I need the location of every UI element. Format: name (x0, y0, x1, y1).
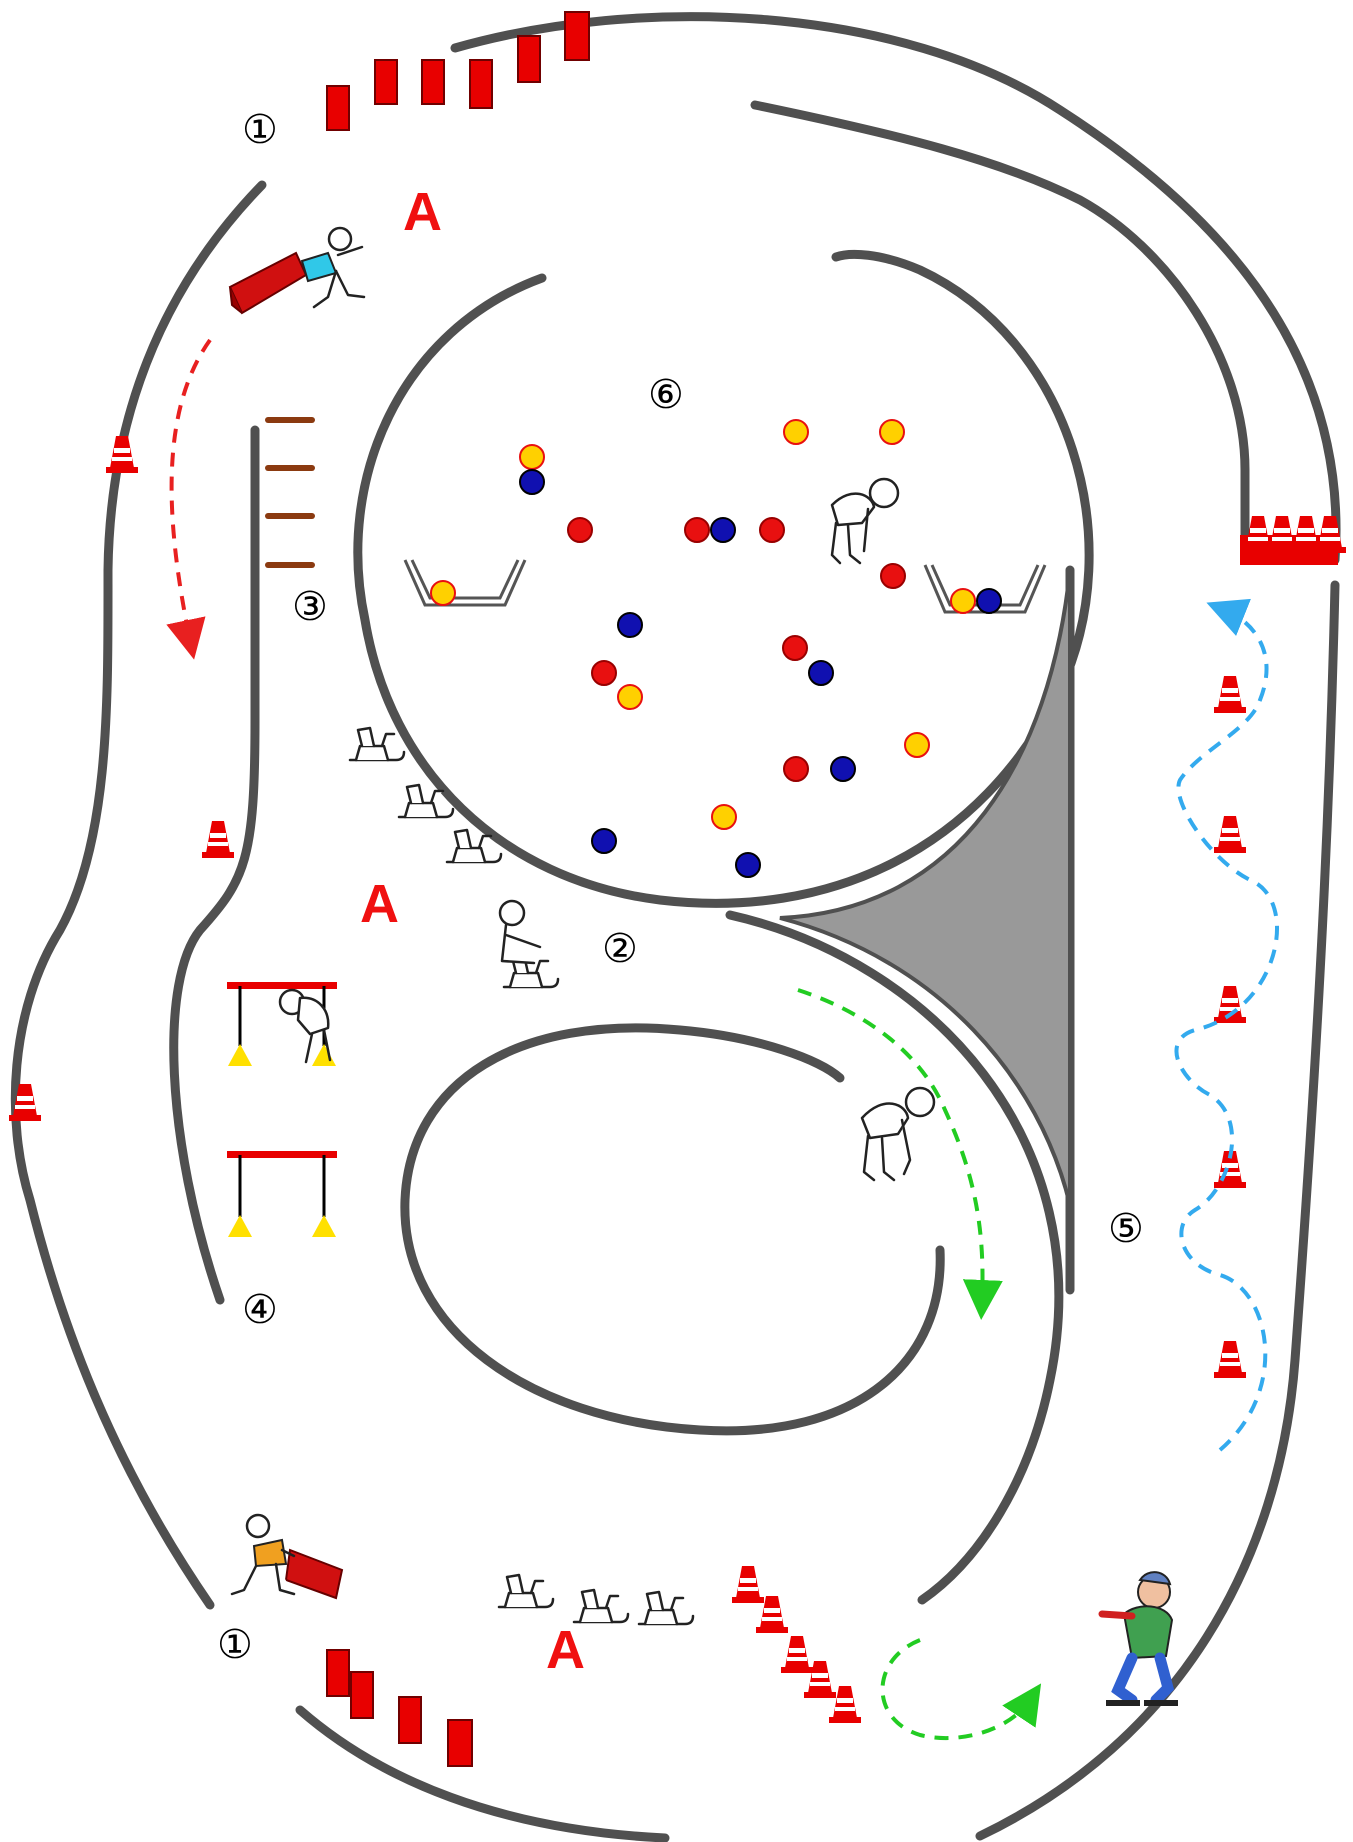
path-arrow-green-lower (883, 1640, 1031, 1738)
ball-icon (809, 661, 833, 685)
ball-icon (880, 420, 904, 444)
cone-icon (1214, 676, 1246, 713)
hurdle-icon (227, 1151, 337, 1237)
zone-a-middle-label: A (360, 874, 399, 934)
sled-icon (350, 728, 404, 760)
child-pushing-block-icon (232, 1515, 342, 1598)
path-arrow-blue (1176, 610, 1277, 1450)
ball-icon (712, 805, 736, 829)
lower-circle (405, 1028, 940, 1431)
ball-icon (431, 581, 455, 605)
ball-icon (618, 613, 642, 637)
cone-icon (1314, 516, 1346, 553)
station-6-label: ⑥ (648, 372, 684, 418)
balls (431, 420, 1001, 877)
ball-icon (784, 757, 808, 781)
block-icon (351, 1672, 373, 1718)
sled-row-lower (499, 1575, 693, 1624)
block-icon (518, 36, 540, 82)
sled-icon (499, 1575, 553, 1607)
ladder-icon (268, 420, 312, 565)
ball-icon (592, 829, 616, 853)
ball-icon (568, 518, 592, 542)
ball-icon (977, 589, 1001, 613)
child-on-sled-icon (500, 901, 558, 987)
sled-icon (639, 1592, 693, 1624)
ball-icon (592, 661, 616, 685)
basket-left (405, 560, 525, 605)
block-icon (375, 60, 397, 104)
block-icon (470, 60, 492, 108)
cone-gate (1240, 516, 1346, 565)
ball-icon (783, 636, 807, 660)
cone-icon (781, 1636, 813, 1673)
ball-icon (520, 445, 544, 469)
ball-icon (881, 564, 905, 588)
station-4-label: ④ (242, 1287, 278, 1333)
inner-wall-left (174, 430, 255, 1300)
wall-cones (9, 436, 234, 1121)
bent-over-child-icon (862, 1088, 934, 1180)
child-pushing-block-icon (230, 228, 364, 313)
path-arrow-red (172, 340, 210, 640)
sled-row-upper (350, 728, 501, 862)
cone-icon (1214, 1341, 1246, 1378)
station-1-bottom-label: ① (217, 1622, 253, 1668)
skater-icon (1102, 1572, 1178, 1706)
slalom-cones (1214, 676, 1246, 1378)
zone-a-top-label: A (403, 182, 442, 242)
block-icon (422, 60, 444, 104)
station-5-label: ⑤ (1108, 1206, 1144, 1252)
cone-icon (202, 821, 234, 858)
block-icon (448, 1720, 472, 1766)
ball-icon (520, 470, 544, 494)
ball-icon (784, 420, 808, 444)
zone-a-bottom-label: A (546, 1620, 585, 1680)
ball-icon (951, 589, 975, 613)
bent-over-child-icon (832, 479, 898, 563)
outer-wall-top (455, 17, 1336, 560)
block-icon (327, 86, 349, 130)
ball-icon (905, 733, 929, 757)
outer-wall-bottom (300, 1710, 665, 1838)
ball-icon (711, 518, 735, 542)
block-icon (327, 1650, 349, 1696)
station-2-label: ② (602, 926, 638, 972)
ball-icon (831, 757, 855, 781)
cone-cluster (732, 1566, 861, 1723)
sled-icon (574, 1590, 628, 1622)
block-icon (399, 1697, 421, 1743)
cone-icon (829, 1686, 861, 1723)
track-walls (15, 17, 1336, 1838)
cone-icon (1214, 816, 1246, 853)
station-3-label: ③ (292, 584, 328, 630)
cone-icon (1214, 986, 1246, 1023)
ball-icon (736, 853, 760, 877)
block-icon (565, 12, 589, 60)
ball-icon (685, 518, 709, 542)
cone-icon (804, 1661, 836, 1698)
cone-icon (106, 436, 138, 473)
ball-icon (760, 518, 784, 542)
station-1-top-label: ① (242, 107, 278, 153)
cone-icon (732, 1566, 764, 1603)
ball-icon (618, 685, 642, 709)
